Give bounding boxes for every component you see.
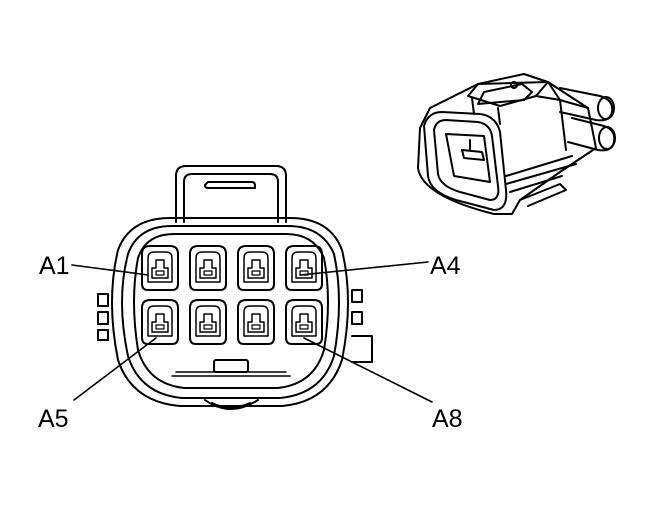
iso-body xyxy=(417,81,597,215)
label-a1: A1 xyxy=(39,252,70,280)
label-a8: A8 xyxy=(432,405,463,433)
terminal-cavity-a8 xyxy=(285,299,323,345)
left-ribs xyxy=(97,293,109,341)
connector-isometric-view xyxy=(417,73,616,215)
iso-opening xyxy=(445,133,491,183)
label-a4: A4 xyxy=(430,252,461,280)
leader-a1 xyxy=(71,264,149,276)
rear-wire-stubs xyxy=(559,87,616,152)
right-ribs xyxy=(351,289,373,363)
leader-a8 xyxy=(303,337,433,403)
terminal-cavity-a1 xyxy=(141,245,179,291)
pin-callouts xyxy=(71,261,433,403)
leader-a4 xyxy=(299,261,429,276)
leader-a5 xyxy=(73,337,157,401)
terminal-cavity-a7 xyxy=(237,299,275,345)
housing-mid xyxy=(121,225,340,399)
terminal-cavities xyxy=(141,245,323,345)
housing-outer xyxy=(111,217,349,407)
terminal-cavity-a5 xyxy=(141,299,179,345)
terminal-cavity-a3 xyxy=(237,245,275,291)
terminal-cavity-a2 xyxy=(189,245,227,291)
connector-front-view xyxy=(97,165,373,410)
iso-front-rim xyxy=(423,111,508,211)
polarization-key xyxy=(213,359,249,373)
housing-inner xyxy=(133,233,329,389)
label-a5: A5 xyxy=(38,405,69,433)
iso-side-rails xyxy=(505,155,577,207)
locking-tab xyxy=(175,165,287,223)
bottom-nub xyxy=(204,399,259,410)
terminal-cavity-a6 xyxy=(189,299,227,345)
terminal-cavity-a4 xyxy=(285,245,323,291)
